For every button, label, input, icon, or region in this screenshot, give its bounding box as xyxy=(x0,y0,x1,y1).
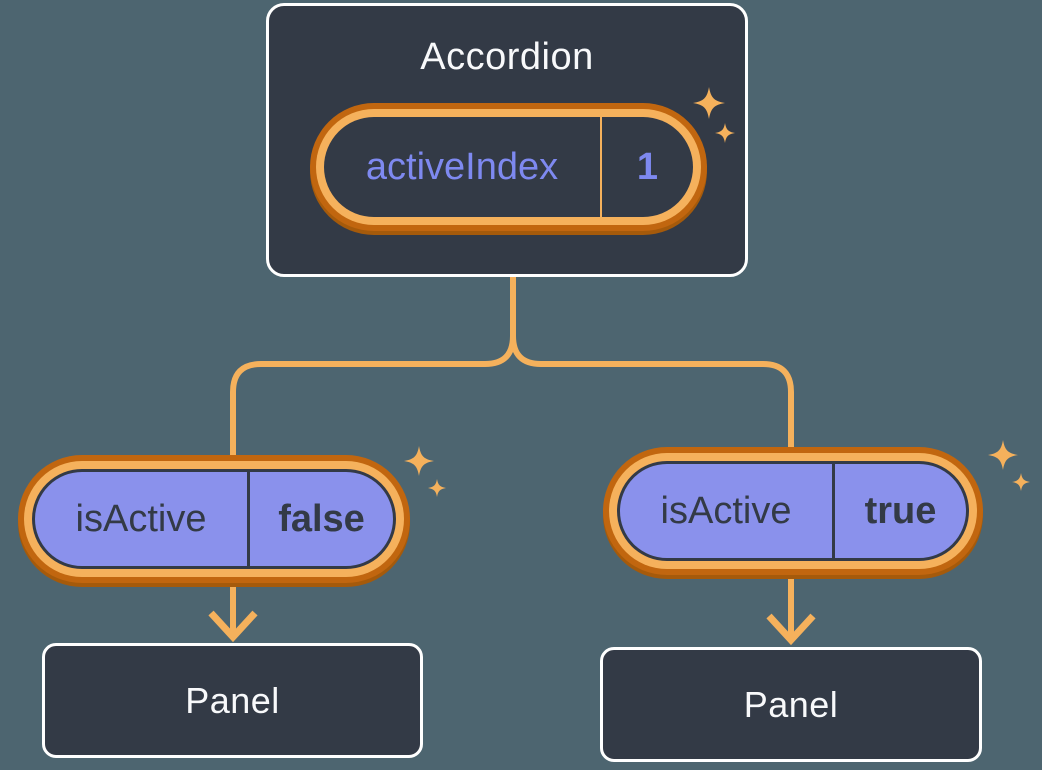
accordion-title: Accordion xyxy=(420,36,594,78)
prop-pill-left: isActive false xyxy=(18,455,410,583)
arrow-left-head-icon xyxy=(208,610,258,643)
state-pill-value: 1 xyxy=(636,145,659,188)
panel-card-left: Panel xyxy=(42,643,423,758)
prop-pill-left-ring: isActive false xyxy=(24,461,404,577)
panel-right-title: Panel xyxy=(743,683,839,725)
prop-pill-right-ring: isActive true xyxy=(609,453,977,569)
state-pill-divider xyxy=(600,117,602,217)
sparkle-icon xyxy=(1012,473,1030,491)
sparkle-icon xyxy=(428,479,446,497)
state-pill-label: activeIndex xyxy=(365,145,559,188)
prop-pill-right-label: isActive xyxy=(660,489,792,532)
state-pill-ring: activeIndex 1 xyxy=(316,109,701,225)
panel-card-right: Panel xyxy=(600,647,982,762)
prop-pill-left-value: false xyxy=(278,497,365,540)
sparkle-icon xyxy=(404,446,434,476)
prop-pill-right-divider xyxy=(832,464,835,558)
connector-line-left xyxy=(230,273,516,457)
sparkle-icon xyxy=(988,440,1018,470)
prop-pill-left-divider xyxy=(247,472,250,566)
panel-left-title: Panel xyxy=(185,679,280,721)
prop-pill-right: isActive true xyxy=(603,447,983,575)
state-pill: activeIndex 1 xyxy=(310,103,707,231)
connector-line-right xyxy=(510,273,794,449)
arrow-right-head-icon xyxy=(766,613,816,646)
prop-pill-left-label: isActive xyxy=(75,497,207,540)
prop-pill-right-value: true xyxy=(864,489,937,532)
